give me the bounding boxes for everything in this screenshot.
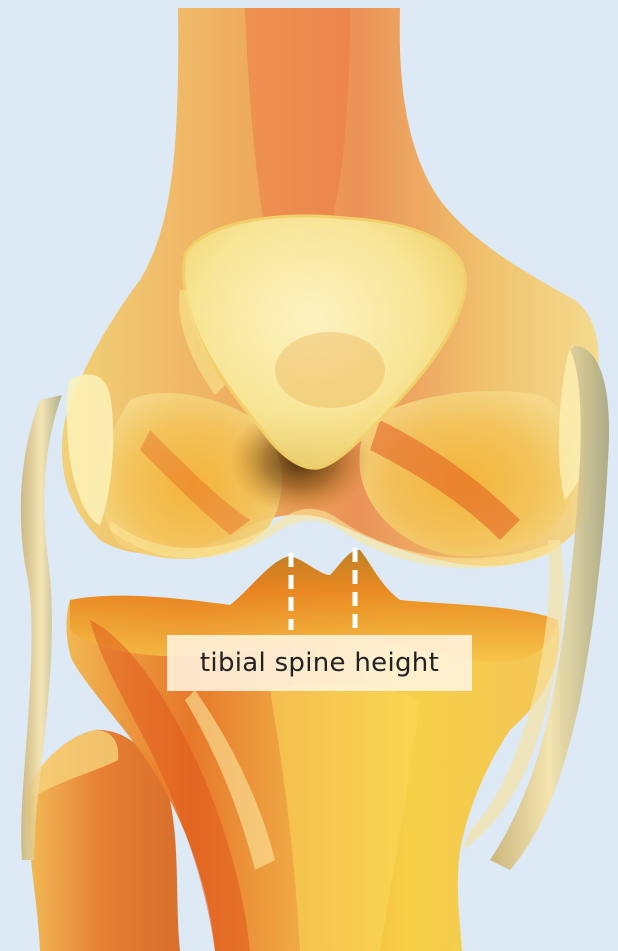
annotation-label: tibial spine height [167,635,472,691]
annotation-label-text: tibial spine height [200,648,439,678]
